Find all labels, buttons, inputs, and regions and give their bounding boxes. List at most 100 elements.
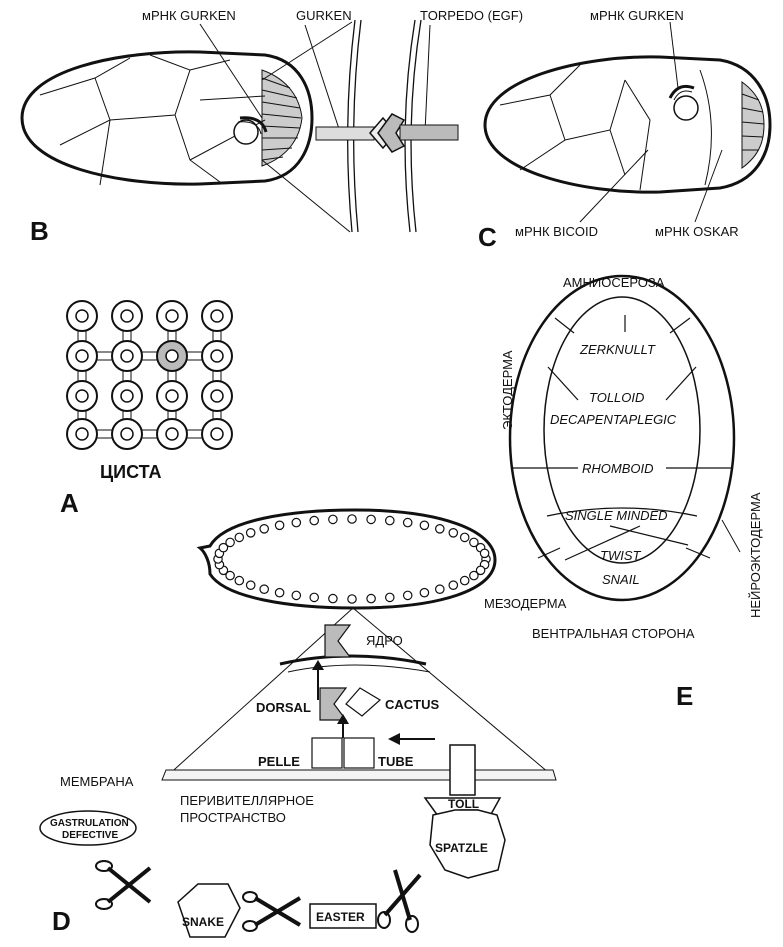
syncytial-nucleus xyxy=(348,595,356,603)
syncytial-nucleus xyxy=(461,576,469,584)
syncytial-nucleus xyxy=(247,529,255,537)
gene-zerknullt: ZERKNULLT xyxy=(579,342,656,357)
syncytial-nucleus xyxy=(275,589,283,597)
syncytial-nucleus xyxy=(404,518,412,526)
syncytial-nucleus xyxy=(310,593,318,601)
syncytial-nucleus xyxy=(292,591,300,599)
torpedo-bar xyxy=(400,125,458,140)
ring-canal xyxy=(186,430,203,438)
syncytial-nucleus xyxy=(260,525,268,533)
cyst-cell-nucleus xyxy=(76,390,88,402)
syncytial-nucleus xyxy=(470,571,478,579)
syncytial-nucleus xyxy=(420,589,428,597)
cyst-cell-nucleus xyxy=(166,310,178,322)
cyst-cell-nucleus xyxy=(211,390,223,402)
embryo-nuclei xyxy=(214,515,490,603)
gurken-bar xyxy=(316,127,374,140)
cactus-protein xyxy=(346,688,380,716)
cyst-cell-nucleus xyxy=(76,310,88,322)
scissors-icon xyxy=(243,892,300,931)
cyst-cell-nucleus xyxy=(121,350,133,362)
label-mrna-gurken-b: мРНК GURKEN xyxy=(142,8,236,23)
panel-c: мРНК GURKEN мРНК BICOID мРНК OSKAR C xyxy=(478,8,770,252)
syncytial-nucleus xyxy=(386,516,394,524)
dorsal-protein xyxy=(320,688,346,720)
label-ectoderm: ЭКТОДЕРМА xyxy=(500,350,515,430)
syncytial-nucleus xyxy=(235,533,243,541)
label-gurken: GURKEN xyxy=(296,8,352,23)
scissors-icon xyxy=(378,870,420,932)
panel-letter-e: E xyxy=(676,681,693,711)
label-gastrulation: GASTRULATION xyxy=(50,818,129,829)
cyst-cell-nucleus xyxy=(121,428,133,440)
ring-canal xyxy=(141,430,158,438)
gene-single-minded: SINGLE MINDED xyxy=(565,508,668,523)
cyst-cell-nucleus xyxy=(211,310,223,322)
label-tube: TUBE xyxy=(378,754,414,769)
syncytial-nucleus xyxy=(480,549,488,557)
label-spatzle: SPATZLE xyxy=(435,841,488,855)
syncytial-nucleus xyxy=(436,585,444,593)
syncytial-nucleus xyxy=(247,581,255,589)
syncytial-nucleus xyxy=(260,585,268,593)
label-snake: SNAKE xyxy=(182,915,224,929)
tube-protein xyxy=(344,738,374,768)
label-mrna-gurken-c: мРНК GURKEN xyxy=(590,8,684,23)
cyst-cell-nucleus xyxy=(166,390,178,402)
label-mesoderm: МЕЗОДЕРМА xyxy=(484,596,567,611)
cyst-cell-nucleus xyxy=(211,350,223,362)
syncytial-nucleus xyxy=(386,593,394,601)
cyst-cell-nucleus xyxy=(121,390,133,402)
gene-snail: SNAIL xyxy=(602,572,640,587)
cyst-grid xyxy=(67,301,232,449)
syncytial-nucleus xyxy=(436,525,444,533)
syncytial-nucleus xyxy=(226,538,234,546)
scissors-icon xyxy=(96,861,150,909)
cyst-cell-nucleus xyxy=(211,428,223,440)
label-defective: DEFECTIVE xyxy=(62,830,118,841)
plasma-membrane xyxy=(162,770,556,780)
syncytial-nucleus xyxy=(461,533,469,541)
oocyte-nucleus-b xyxy=(234,120,258,144)
dorsal-in-nucleus xyxy=(325,625,350,657)
cyst-cell-nucleus xyxy=(76,428,88,440)
label-amnioserosa: АМНИОСЕРОЗА xyxy=(563,275,665,290)
syncytial-nucleus xyxy=(367,515,375,523)
toll-receptor xyxy=(450,745,475,795)
nurse-cells-b xyxy=(40,55,265,185)
syncytial-nucleus xyxy=(275,521,283,529)
pelle-protein xyxy=(312,738,342,768)
syncytial-nucleus xyxy=(404,591,412,599)
label-easter: EASTER xyxy=(316,910,365,924)
nuclear-envelope xyxy=(280,656,426,664)
ring-canal xyxy=(186,352,203,360)
embryo-inner xyxy=(544,297,700,563)
label-dorsal: DORSAL xyxy=(256,700,311,715)
label-nucleus: ЯДРО xyxy=(366,633,403,648)
label-membrane: МЕМБРАНА xyxy=(60,774,134,789)
label-ventral-side: ВЕНТРАЛЬНАЯ СТОРОНА xyxy=(532,626,695,641)
syncytial-nucleus xyxy=(449,529,457,537)
embryo-d-outline xyxy=(200,510,495,608)
label-cactus: CACTUS xyxy=(385,697,439,712)
label-perivitelline-1: ПЕРИВИТЕЛЛЯРНОЕ xyxy=(180,793,314,808)
import-arrow-head xyxy=(312,660,324,670)
syncytial-nucleus xyxy=(329,594,337,602)
syncytial-nucleus xyxy=(292,518,300,526)
gene-decapentaplegic: DECAPENTAPLEGIC xyxy=(550,412,677,427)
syncytial-nucleus xyxy=(367,594,375,602)
label-toll: TOLL xyxy=(448,797,479,811)
panel-e: АМНИОСЕРОЗА ЭКТОДЕРМА НЕЙРОЭКТОДЕРМА МЕЗ… xyxy=(484,275,763,711)
syncytial-nucleus xyxy=(235,576,243,584)
panel-b: мРНК GURKEN GURKEN TORPEDO (EGF) B xyxy=(22,8,523,246)
ring-canal xyxy=(96,430,113,438)
label-neuroectoderm: НЕЙРОЭКТОДЕРМА xyxy=(748,492,763,618)
label-perivitelline-2: ПРОСТРАНСТВО xyxy=(180,810,286,825)
gene-twist: TWIST xyxy=(600,548,641,563)
syncytial-nucleus xyxy=(449,581,457,589)
syncytial-nucleus xyxy=(310,516,318,524)
cyst-cell-nucleus xyxy=(166,428,178,440)
panel-a: ЦИСТА A xyxy=(60,301,232,518)
ring-canal xyxy=(96,352,113,360)
